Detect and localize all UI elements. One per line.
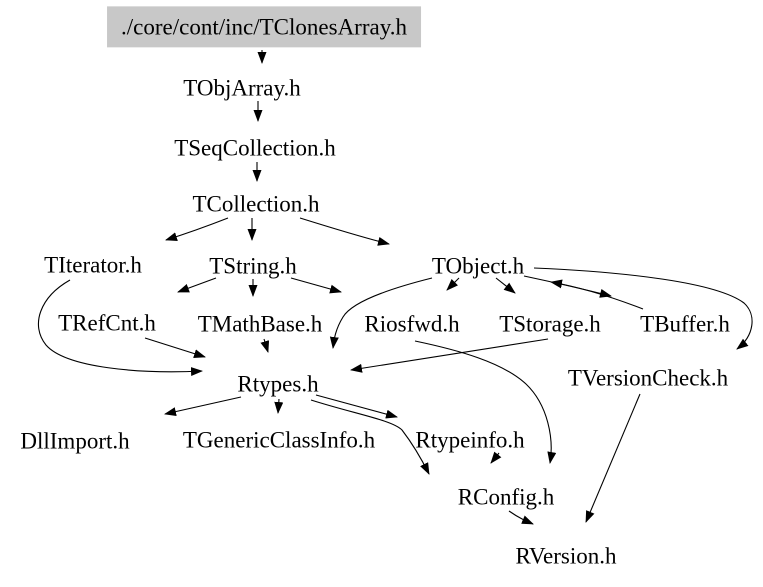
node-tcollection[interactable]: TCollection.h: [192, 191, 320, 217]
node-tgenericclassinfo[interactable]: TGenericClassInfo.h: [182, 427, 376, 453]
node-tversioncheck[interactable]: TVersionCheck.h: [567, 365, 729, 391]
node-rtypes[interactable]: Rtypes.h: [237, 371, 319, 397]
node-tmathbase[interactable]: TMathBase.h: [197, 311, 323, 337]
edge-tstorage-to-rtypes: [350, 338, 549, 373]
node-tbuffer[interactable]: TBuffer.h: [640, 311, 730, 337]
node-tobject[interactable]: TObject.h: [431, 253, 525, 279]
edge-tcollection-to-tobject: [299, 217, 390, 246]
node-tstring[interactable]: TString.h: [209, 253, 297, 279]
node-titerator[interactable]: TIterator.h: [44, 252, 142, 278]
edge-tobject-to-tversioncheck: [533, 267, 753, 350]
edge-tversioncheck-to-rversion: [585, 393, 641, 523]
edge-rtypes-to-rconfig: [310, 399, 430, 475]
edge-riosfwd-to-rconfig: [414, 340, 557, 464]
node-rconfig[interactable]: RConfig.h: [457, 484, 555, 510]
node-tstorage[interactable]: TStorage.h: [499, 311, 601, 337]
node-trefcnt[interactable]: TRefCnt.h: [58, 310, 156, 336]
edge-trefcnt-to-rtypes: [144, 337, 206, 358]
edge-tbuffer-to-tobject: [550, 279, 644, 310]
node-dllimport[interactable]: DllImport.h: [20, 428, 130, 454]
node-rtypeinfo[interactable]: Rtypeinfo.h: [415, 427, 525, 453]
edge-tmathbase-to-rtypes: [260, 338, 270, 353]
edge-tstring-to-trefcnt: [177, 277, 217, 293]
edge-titerator-to-rtypes: [37, 279, 203, 377]
edge-tcollection-to-titerator: [165, 217, 229, 241]
node-tseqcollection[interactable]: TSeqCollection.h: [174, 135, 336, 161]
edge-rtypeinfo-to-rconfig: [490, 451, 502, 464]
node-rversion[interactable]: RVersion.h: [515, 543, 617, 569]
edge-tobject-to-tstorage: [495, 277, 516, 294]
edge-rconfig-to-rversion: [508, 510, 534, 525]
edge-tobject-to-rtypes: [329, 277, 433, 349]
edge-rtypes-to-dllimport: [164, 396, 242, 416]
node-tobjarray[interactable]: TObjArray.h: [183, 75, 301, 101]
edge-rtypes-to-tgenericclassinfo: [274, 398, 284, 414]
node-riosfwd[interactable]: Riosfwd.h: [364, 311, 460, 337]
edge-tstring-to-riosfwd: [290, 277, 342, 294]
node-tclonesarray-root: ./core/cont/inc/TClonesArray.h: [107, 6, 421, 48]
edge-tobject-to-riosfwd: [446, 277, 460, 291]
edge-rtypes-to-rtypeinfo: [315, 394, 398, 419]
